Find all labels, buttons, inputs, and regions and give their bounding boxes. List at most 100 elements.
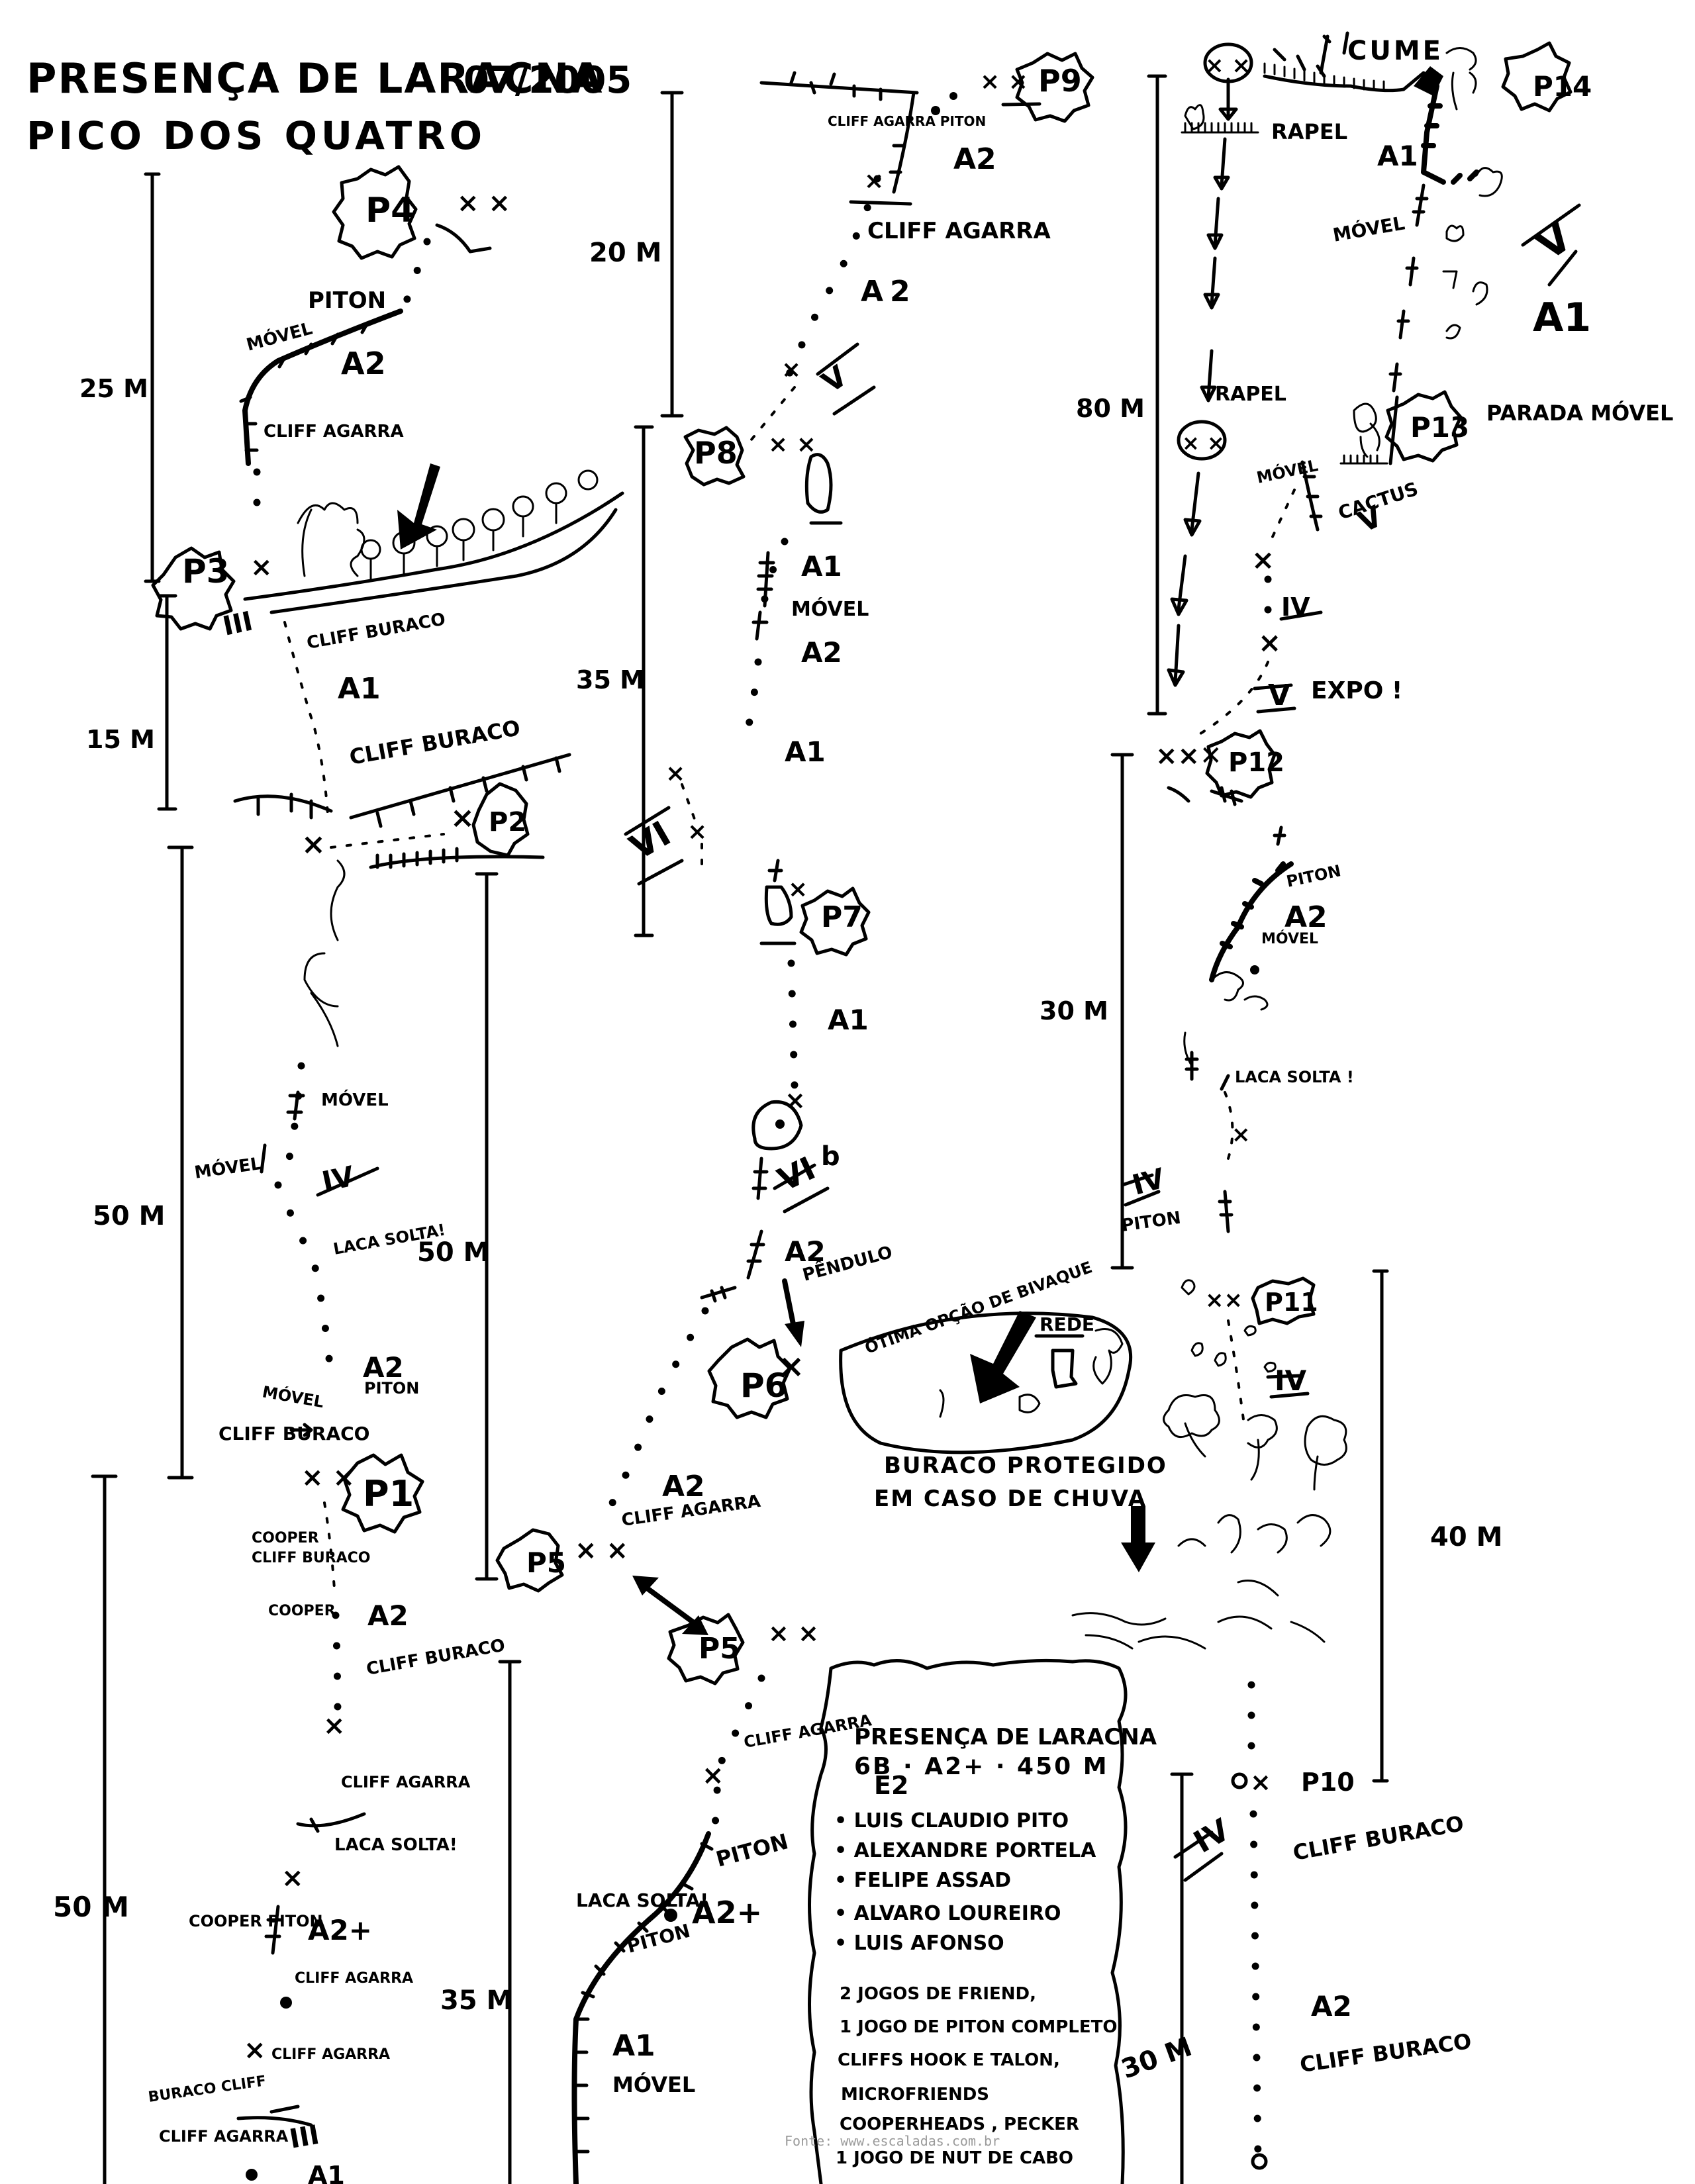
grade-p7: VI xyxy=(624,814,678,868)
info-exposure: E2 xyxy=(874,1771,908,1800)
aid-p8c: A1 xyxy=(785,736,826,768)
svg-text:P2: P2 xyxy=(489,807,526,837)
label-rapel-2: RAPEL xyxy=(1215,383,1286,406)
length-p14: 80 M xyxy=(1076,394,1145,423)
length-bars-left xyxy=(91,172,522,2184)
anchor-bolts-p5b: × × xyxy=(768,1619,819,1648)
svg-text:×: × xyxy=(1250,1768,1271,1797)
belay-p5-lower: P5 xyxy=(667,1613,745,1685)
belay-p13: P13 xyxy=(1384,390,1469,463)
label-bivouac: ÓTIMA OPÇÃO DE BIVAQUE xyxy=(862,1257,1095,1357)
svg-text:P5: P5 xyxy=(699,1632,740,1666)
svg-text:× ×: × × xyxy=(1205,52,1251,79)
route-info-box: PRESENÇA DE LARACNA 6B · A2+ · 450 M E2 … xyxy=(808,1658,1157,2184)
svg-text:P12: P12 xyxy=(1228,747,1284,778)
length-p12: 30 M xyxy=(1040,996,1108,1025)
belay-p12: P12 xyxy=(1205,729,1284,799)
aid-p2: A2 xyxy=(363,1351,404,1384)
header: PRESENÇA DE LARACNA 07/2005 PICO DOS QUA… xyxy=(26,54,632,158)
summit-flag-icon xyxy=(1319,31,1349,75)
aid-p5b: A2+ xyxy=(692,1895,762,1930)
aid-p12: A2 xyxy=(1284,900,1328,934)
info-grade: 6B · A2+ · 450 M xyxy=(854,1753,1109,1780)
anchor-bolts-p11: ×× xyxy=(1205,1287,1243,1313)
label-piton-p2: PITON xyxy=(364,1379,419,1398)
label-piton-p5a: PITON xyxy=(713,1828,791,1872)
label-movel-p8: MÓVEL xyxy=(791,596,869,621)
info-title: PRESENÇA DE LARACNA xyxy=(854,1724,1157,1750)
label-movel-p2b: MÓVEL xyxy=(193,1153,263,1183)
fa-name: • LUIS AFONSO xyxy=(834,1932,1004,1955)
length-p11: 40 M xyxy=(1430,1522,1502,1552)
length-p10: 30 M xyxy=(1118,2032,1196,2085)
aid-p10: A2 xyxy=(1311,1990,1352,2022)
bolt-p13: × xyxy=(1251,544,1275,576)
belay-p11: P11 xyxy=(1251,1276,1318,1325)
aid-p6: A2 xyxy=(785,1235,826,1268)
label-cliff-agarra-p9b: CLIFF AGARRA xyxy=(867,218,1051,244)
svg-text:P1: P1 xyxy=(363,1473,414,1515)
route-title: PRESENÇA DE LARACNA xyxy=(26,54,604,103)
tree-cluster xyxy=(1071,1394,1347,1650)
grade-p6-sub: b xyxy=(821,1141,840,1172)
belay-p2: P2 xyxy=(471,782,530,857)
svg-text:P9: P9 xyxy=(1038,63,1082,99)
label-buraco-protegido: BURACO PROTEGIDO xyxy=(884,1452,1167,1479)
bolt-p3: × xyxy=(250,552,273,583)
label-cliff-buraco-p1a: CLIFF BURACO xyxy=(252,1550,371,1566)
gear-item: 1 JOGO DE PITON COMPLETO xyxy=(840,2017,1117,2037)
label-laca-solta-p12: LACA SOLTA ! xyxy=(1235,1068,1354,1086)
label-piton-p4: PITON xyxy=(308,287,386,314)
bolt-p1a: × xyxy=(323,1711,346,1741)
anchor-bolts-p4: × × xyxy=(457,188,510,218)
aid-p13: A1 xyxy=(1533,295,1591,341)
label-movel-p5: MÓVEL xyxy=(612,2071,695,2097)
label-movel-p13: MÓVEL xyxy=(1255,455,1320,487)
bivouac-cave: ÓTIMA OPÇÃO DE BIVAQUE REDE xyxy=(839,1257,1133,1454)
bolt-p2a: × xyxy=(301,828,326,861)
bolt-p6: × xyxy=(778,1348,804,1385)
label-laca-solta-p1: LACA SOLTA! xyxy=(334,1835,458,1855)
ledge-p3-trees xyxy=(243,469,624,614)
label-piton-p12: PITON xyxy=(1284,861,1342,891)
label-buraco-cliff: BURACO CLIFF xyxy=(147,2073,267,2106)
arrow-icon xyxy=(1121,1506,1155,1572)
svg-text:P3: P3 xyxy=(182,552,229,591)
length-bars-right xyxy=(1110,74,1389,2184)
grade-p3: III xyxy=(220,606,256,642)
anchor-bolts-p5a: × × xyxy=(575,1535,628,1566)
rappel-anchor-top: × × xyxy=(1203,42,1253,83)
aid-p1-a: A2 xyxy=(367,1599,409,1632)
label-piton-p5b: PITON xyxy=(624,1920,693,1958)
bolt-p9b: × xyxy=(781,356,801,383)
peak-name: PICO DOS QUATRO xyxy=(26,113,486,158)
aid-start: A1 xyxy=(308,2161,345,2184)
svg-text:P8: P8 xyxy=(694,435,738,471)
aid-p1-b: A2+ xyxy=(308,1914,372,1946)
length-p8: 35 M xyxy=(576,665,645,694)
arrow-icon xyxy=(397,463,440,549)
bolt-p9a: × xyxy=(864,167,884,195)
label-movel-p12: MÓVEL xyxy=(1261,930,1318,947)
label-cliff-buraco-p2: CLIFF BURACO xyxy=(218,1423,369,1445)
aid-p3: A1 xyxy=(338,672,381,706)
fa-name: • FELIPE ASSAD xyxy=(834,1869,1011,1892)
label-cliff-agarra-p1c: CLIFF AGARRA xyxy=(271,2046,390,2063)
label-cooper-piton: COOPER PITON xyxy=(189,1912,323,1930)
label-rapel-1: RAPEL xyxy=(1271,119,1347,144)
grade-p10: IV xyxy=(1188,1811,1236,1860)
gear-item: 2 JOGOS DE FRIEND, xyxy=(840,1984,1036,2004)
bolt-p12b: × xyxy=(1232,1121,1251,1148)
length-bars-middle xyxy=(634,91,684,937)
double-arrow-icon xyxy=(636,1580,704,1631)
svg-text:P11: P11 xyxy=(1265,1288,1318,1317)
aid-p7: A1 xyxy=(828,1004,869,1036)
bolt-p2b: × xyxy=(450,801,475,835)
gear-item: 1 JOGO DE NUT DE CABO xyxy=(836,2148,1073,2168)
label-em-caso-chuva: EM CASO DE CHUVA xyxy=(874,1486,1147,1512)
aid-p5c: A1 xyxy=(612,2029,655,2063)
svg-text:× ×: × × xyxy=(1182,430,1225,455)
belay-p7: P7 xyxy=(799,886,871,957)
label-movel-p2c: MÓVEL xyxy=(261,1381,326,1411)
aid-p14: A1 xyxy=(1377,140,1418,172)
